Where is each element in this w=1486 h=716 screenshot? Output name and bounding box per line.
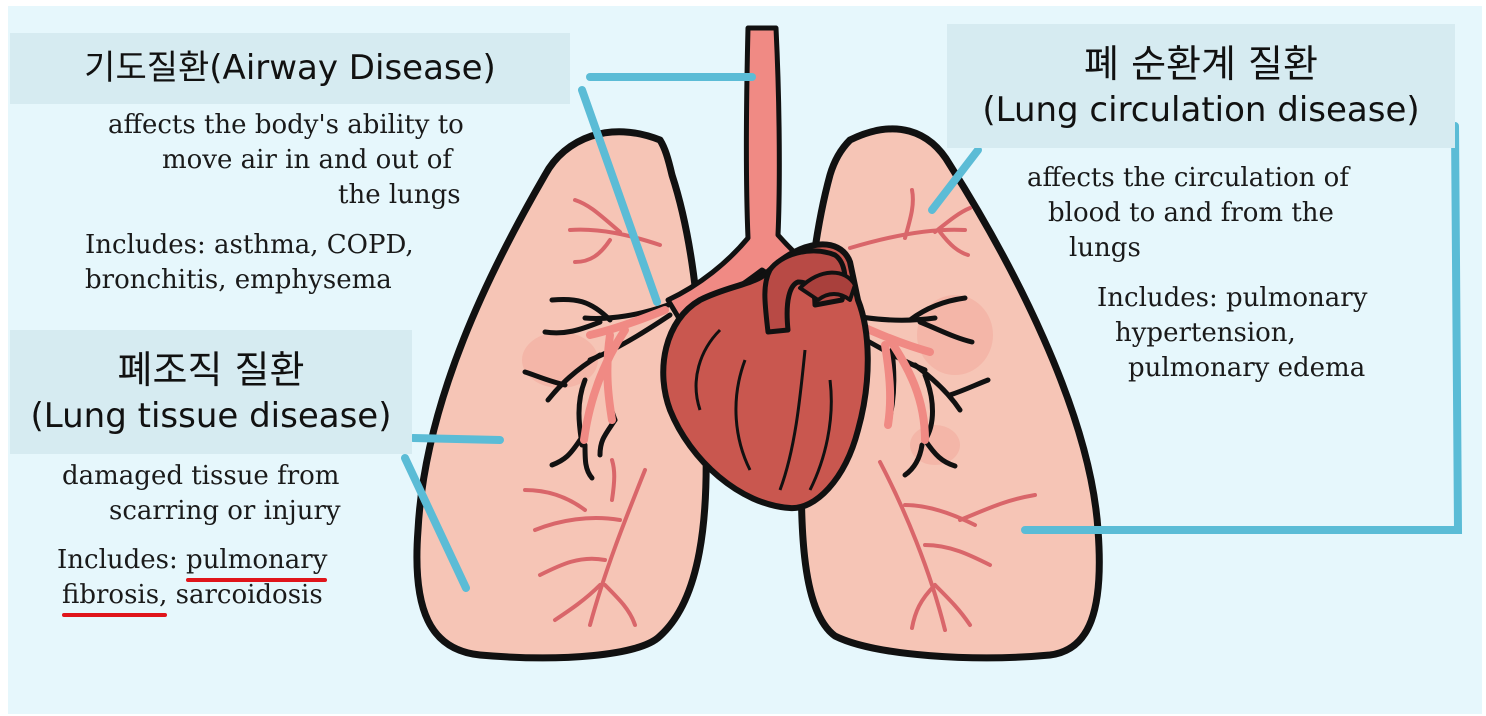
airway-includes-line-2: bronchitis, emphysema	[85, 263, 414, 298]
circulation-includes: Includes: pulmonary hypertension, pulmon…	[1097, 281, 1367, 386]
tissue-desc-line-2: scarring or injury	[62, 494, 341, 529]
circulation-title-box: 폐 순환계 질환 (Lung circulation disease)	[947, 24, 1455, 148]
underlined-fibrosis: fibrosis,	[62, 578, 167, 613]
tissue-includes-line-1: Includes: pulmonary	[57, 543, 327, 578]
airway-description: affects the body's ability to move air i…	[100, 108, 530, 213]
airway-includes-line-1: Includes: asthma, COPD,	[85, 228, 414, 263]
tissue-title-ko: 폐조직 질환	[118, 347, 305, 395]
circulation-includes-line-3: pulmonary edema	[1097, 351, 1367, 386]
circulation-includes-line-2: hypertension,	[1097, 316, 1367, 351]
circulation-desc-line-3: lungs	[1027, 231, 1349, 266]
circulation-desc-line-2: blood to and from the	[1027, 196, 1349, 231]
airway-desc-line-1: affects the body's ability to	[100, 108, 530, 143]
circulation-includes-line-1: Includes: pulmonary	[1097, 281, 1367, 316]
tissue-includes-rest: sarcoidosis	[167, 580, 322, 610]
airway-title: 기도질환(Airway Disease)	[84, 47, 496, 90]
tissue-includes-prefix: Includes:	[57, 545, 186, 575]
airway-title-box: 기도질환(Airway Disease)	[10, 33, 570, 104]
airway-desc-line-3: the lungs	[100, 178, 530, 213]
circulation-title-ko: 폐 순환계 질환	[1084, 41, 1318, 89]
circulation-description: affects the circulation of blood to and …	[1027, 161, 1349, 266]
circulation-desc-line-1: affects the circulation of	[1027, 161, 1349, 196]
tissue-desc-line-1: damaged tissue from	[62, 459, 341, 494]
tissue-description: damaged tissue from scarring or injury	[62, 459, 341, 529]
circulation-title-en: (Lung circulation disease)	[982, 89, 1419, 132]
airway-desc-line-2: move air in and out of	[100, 143, 530, 178]
tissue-title-en: (Lung tissue disease)	[31, 395, 392, 438]
tissue-includes: Includes: pulmonary fibrosis, sarcoidosi…	[57, 543, 327, 613]
underlined-pulmonary: pulmonary	[186, 543, 327, 578]
tissue-leader	[413, 438, 500, 440]
airway-includes: Includes: asthma, COPD, bronchitis, emph…	[85, 228, 414, 298]
tissue-title-box: 폐조직 질환 (Lung tissue disease)	[10, 330, 412, 454]
tissue-includes-line-2: fibrosis, sarcoidosis	[57, 578, 327, 613]
